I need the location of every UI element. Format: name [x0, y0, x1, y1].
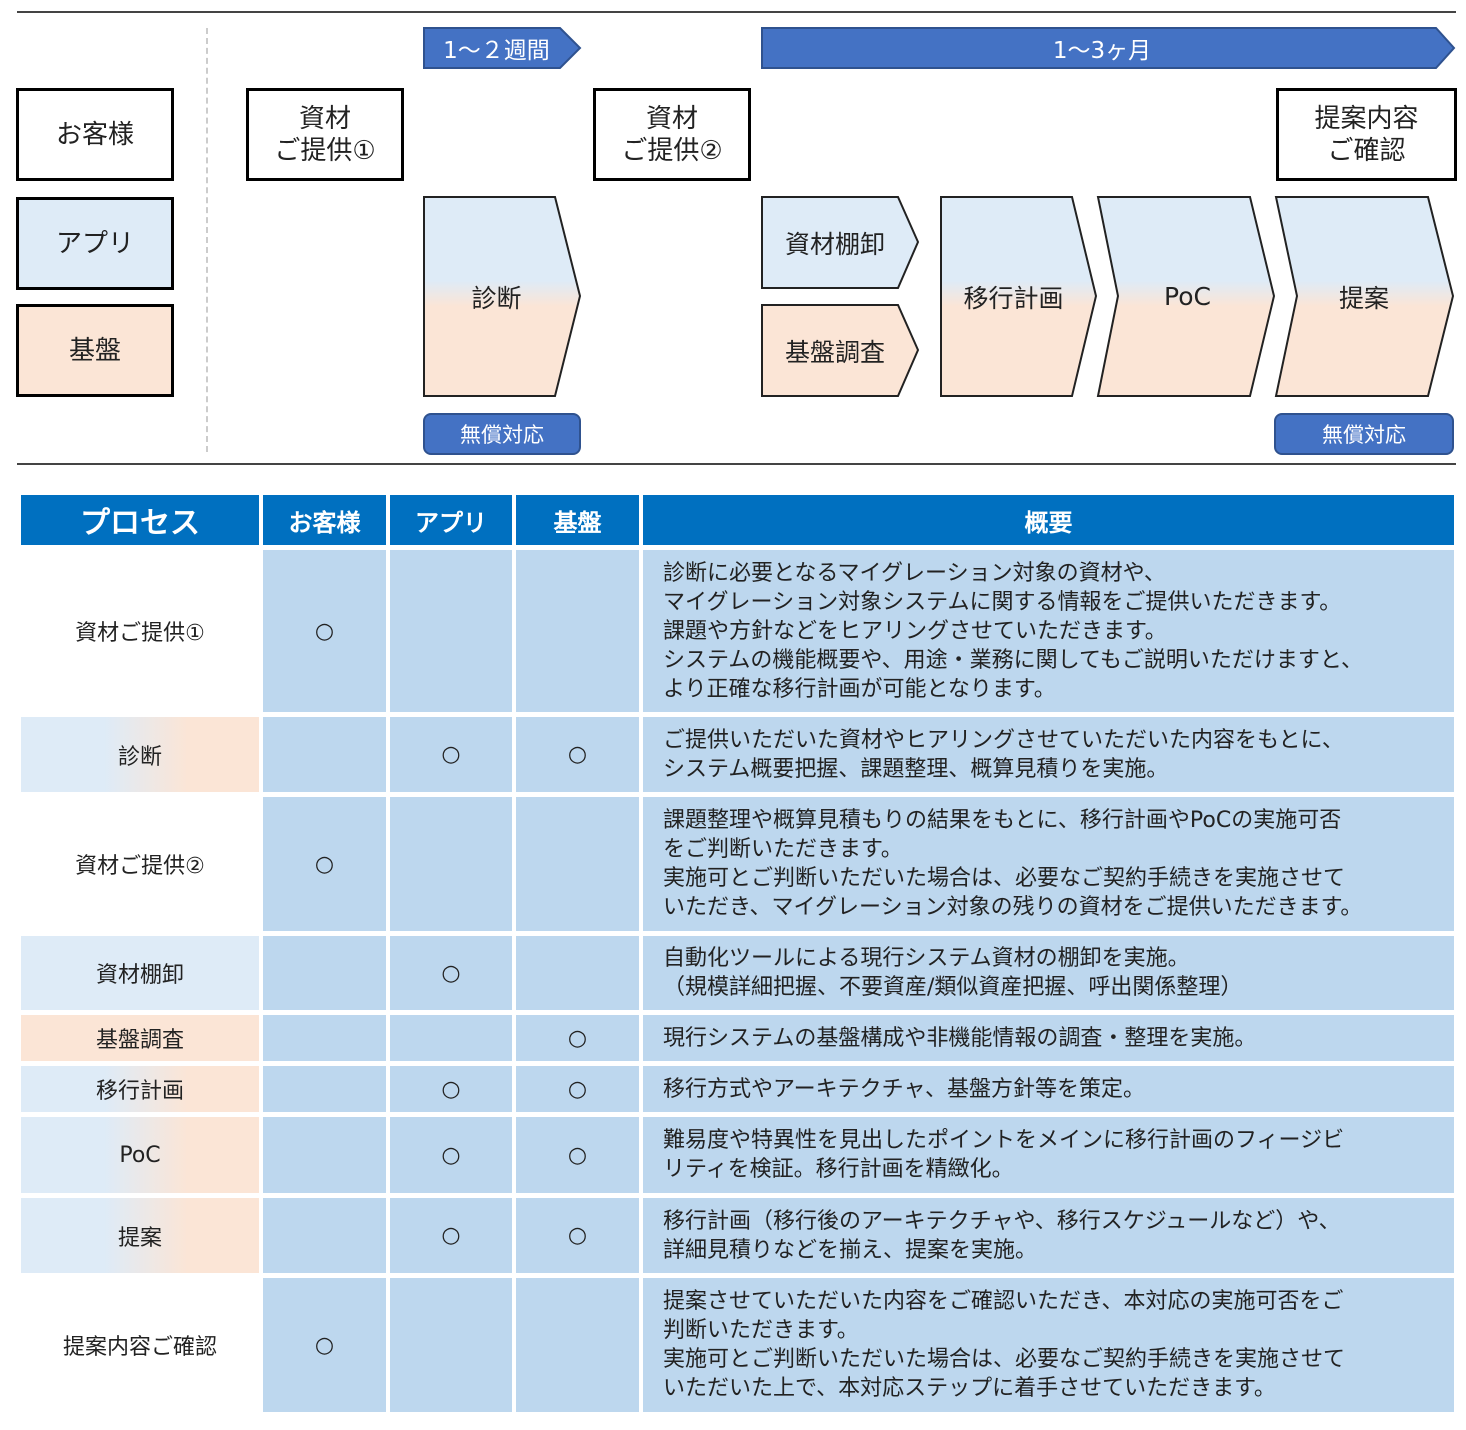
customer-cell — [263, 1198, 386, 1273]
free-badge-diagnosis: 無償対応 — [423, 413, 581, 455]
table-row: 提案○○移行計画（移行後のアーキテクチャや、移行スケジュールなど）や、 詳細見積… — [21, 1198, 1454, 1273]
step-infra-survey-shape — [761, 304, 920, 397]
app-cell: ○ — [390, 936, 512, 1010]
free-badge-proposal: 無償対応 — [1274, 413, 1454, 455]
step-poc-shape — [1096, 196, 1276, 397]
infra-cell: ○ — [516, 717, 639, 792]
summary-cell: ご提供いただいた資材やヒアリングさせていただいた内容をもとに、 システム概要把握… — [643, 717, 1454, 792]
process-cell: 提案内容ご確認 — [21, 1278, 259, 1412]
table-row: 診断○○ご提供いただいた資材やヒアリングさせていただいた内容をもとに、 システム… — [21, 717, 1454, 792]
app-cell: ○ — [390, 1117, 512, 1193]
customer-cell — [263, 1066, 386, 1112]
infra-cell: ○ — [516, 1198, 639, 1273]
app-cell — [390, 797, 512, 931]
process-cell: 診断 — [21, 717, 259, 792]
step-diagnosis-shape — [423, 196, 582, 397]
header-summary: 概要 — [643, 495, 1454, 545]
process-table: プロセス お客様 アプリ 基盤 概要 資材ご提供①○診断に必要となるマイグレーシ… — [17, 490, 1458, 1417]
customer-cell — [263, 936, 386, 1010]
step-material-2: 資材 ご提供② — [593, 88, 751, 181]
app-cell: ○ — [390, 717, 512, 792]
summary-cell: 移行計画（移行後のアーキテクチャや、移行スケジュールなど）や、 詳細見積りなどを… — [643, 1198, 1454, 1273]
top-divider — [17, 11, 1456, 13]
summary-cell: 診断に必要となるマイグレーション対象の資材や、 マイグレーション対象システムに関… — [643, 550, 1454, 712]
duration-arrow-short — [423, 27, 582, 69]
customer-cell: ○ — [263, 797, 386, 931]
app-cell: ○ — [390, 1198, 512, 1273]
summary-cell: 提案させていただいた内容をご確認いただき、本対応の実施可否をご 判断いただきます… — [643, 1278, 1454, 1412]
summary-cell: 移行方式やアーキテクチャ、基盤方針等を策定。 — [643, 1066, 1454, 1112]
table-row: 資材ご提供②○ 課題整理や概算見積もりの結果をもとに、移行計画やPoCの実施可否 … — [21, 797, 1454, 931]
duration-arrow-long — [761, 27, 1456, 69]
header-customer: お客様 — [263, 495, 386, 545]
process-cell: 資材ご提供② — [21, 797, 259, 931]
table-row: 資材ご提供①○ 診断に必要となるマイグレーション対象の資材や、 マイグレーション対… — [21, 550, 1454, 712]
summary-cell: 課題整理や概算見積もりの結果をもとに、移行計画やPoCの実施可否 をご判断いただ… — [643, 797, 1454, 931]
customer-cell — [263, 1015, 386, 1061]
customer-cell: ○ — [263, 550, 386, 712]
process-cell: 移行計画 — [21, 1066, 259, 1112]
process-cell: 資材棚卸 — [21, 936, 259, 1010]
app-cell — [390, 1278, 512, 1412]
table-row: 資材棚卸 ○ 自動化ツールによる現行システム資材の棚卸を実施。 （規模詳細把握、不要… — [21, 936, 1454, 1010]
infra-cell: ○ — [516, 1117, 639, 1193]
table-row: 移行計画○○移行方式やアーキテクチャ、基盤方針等を策定。 — [21, 1066, 1454, 1112]
header-infra: 基盤 — [516, 495, 639, 545]
infra-cell: ○ — [516, 1015, 639, 1061]
infra-cell: ○ — [516, 1066, 639, 1112]
summary-cell: 自動化ツールによる現行システム資材の棚卸を実施。 （規模詳細把握、不要資産/類似… — [643, 936, 1454, 1010]
process-cell: 基盤調査 — [21, 1015, 259, 1061]
legend-separator — [206, 28, 208, 452]
legend-customer: お客様 — [16, 88, 174, 181]
customer-cell — [263, 717, 386, 792]
legend-infra: 基盤 — [16, 304, 174, 397]
bottom-divider — [17, 463, 1456, 465]
flow-diagram — [423, 27, 1456, 397]
summary-cell: 現行システムの基盤構成や非機能情報の調査・整理を実施。 — [643, 1015, 1454, 1061]
summary-cell: 難易度や特異性を見出したポイントをメインに移行計画のフィージビ リティを検証。移… — [643, 1117, 1454, 1193]
table-row: PoC○○難易度や特異性を見出したポイントをメインに移行計画のフィージビ リティ… — [21, 1117, 1454, 1193]
infra-cell — [516, 1278, 639, 1412]
customer-cell: ○ — [263, 1278, 386, 1412]
step-confirm: 提案内容 ご確認 — [1276, 88, 1457, 181]
header-process: プロセス — [21, 495, 259, 545]
step-proposal-shape — [1274, 196, 1455, 397]
table-row: 提案内容ご確認○ 提案させていただいた内容をご確認いただき、本対応の実施可否をご … — [21, 1278, 1454, 1412]
customer-cell — [263, 1117, 386, 1193]
app-cell — [390, 550, 512, 712]
process-cell: 提案 — [21, 1198, 259, 1273]
app-cell: ○ — [390, 1066, 512, 1112]
step-inventory-shape — [761, 196, 920, 289]
step-migration-plan-shape — [940, 196, 1098, 397]
header-app: アプリ — [390, 495, 512, 545]
process-cell: PoC — [21, 1117, 259, 1193]
infra-cell — [516, 797, 639, 931]
table-row: 基盤調査 ○現行システムの基盤構成や非機能情報の調査・整理を実施。 — [21, 1015, 1454, 1061]
process-cell: 資材ご提供① — [21, 550, 259, 712]
legend-app: アプリ — [16, 197, 174, 290]
step-material-1: 資材 ご提供① — [246, 88, 404, 181]
infra-cell — [516, 936, 639, 1010]
table-header-row: プロセス お客様 アプリ 基盤 概要 — [21, 495, 1454, 545]
app-cell — [390, 1015, 512, 1061]
infra-cell — [516, 550, 639, 712]
